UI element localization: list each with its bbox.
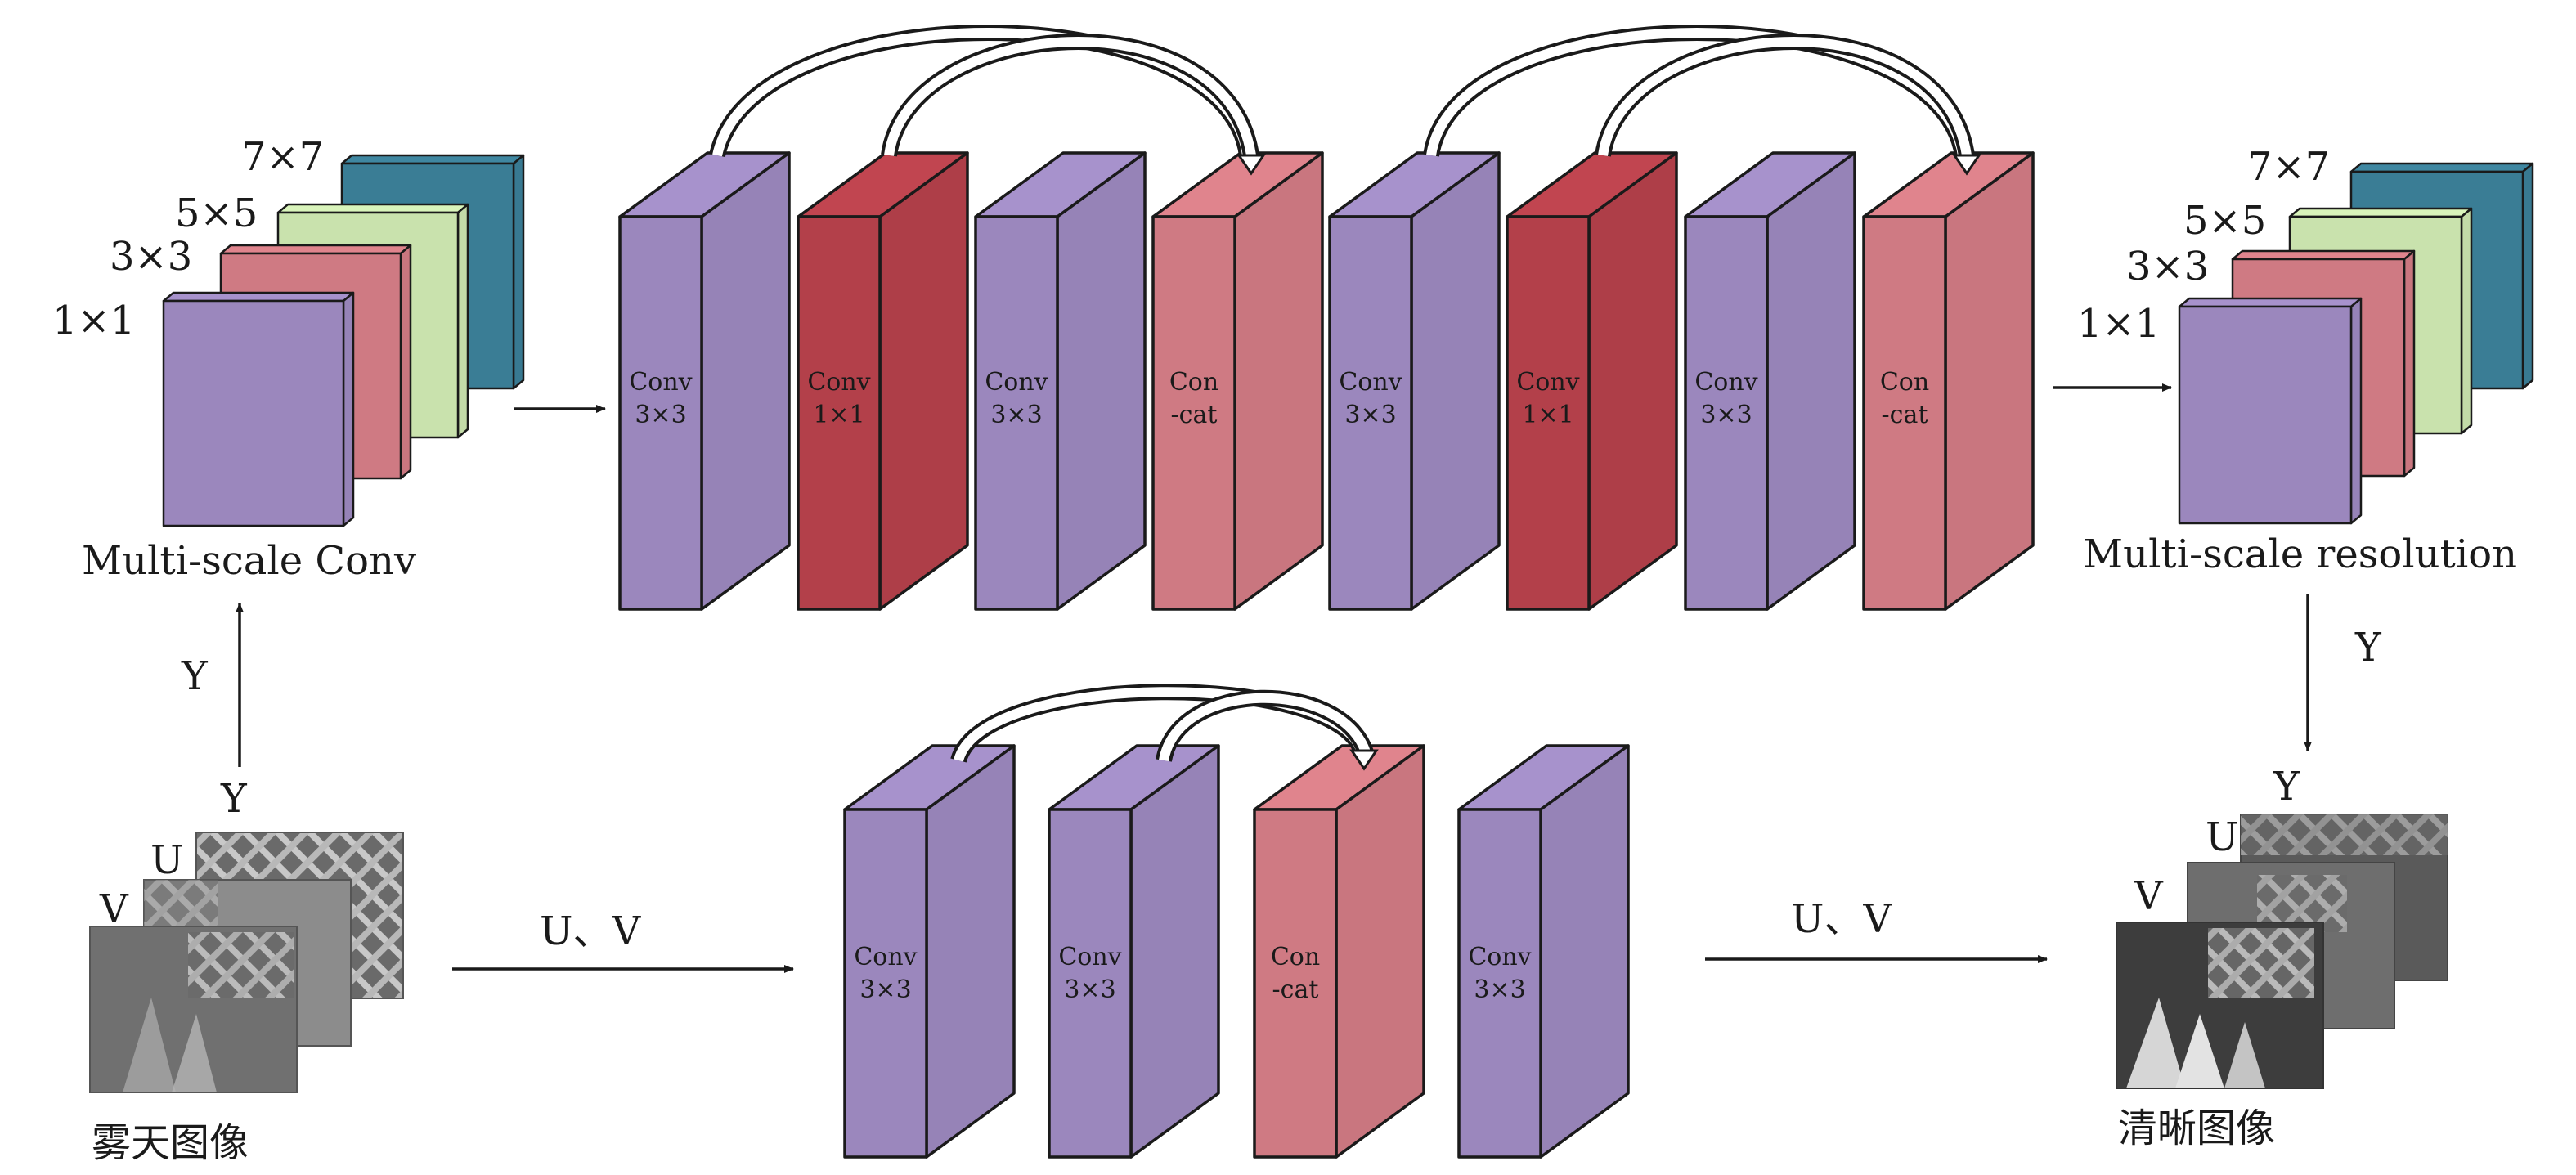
block-label: 3×3	[990, 401, 1042, 429]
skip-connection	[1159, 693, 1371, 762]
block-label: Conv	[1694, 368, 1757, 397]
skip-connection	[1426, 28, 1968, 156]
block-label: 1×1	[1522, 401, 1573, 429]
block-conv33	[1684, 151, 1856, 611]
block-label: 3×3	[1474, 975, 1525, 1004]
multi-scale-conv-stack: 7×7 5×5 3×3 1×1 Multi-scale Conv	[52, 134, 525, 584]
resolution-label-5x5: 5×5	[2183, 198, 2266, 244]
block-label: 3×3	[635, 401, 686, 429]
multi-scale-resolution-stack: 7×7 5×5 3×3 1×1 Multi-scale resolution	[2077, 144, 2534, 577]
block-label: Conv	[985, 368, 1048, 397]
slab	[162, 291, 355, 527]
hazy-channel-v-label: V	[99, 886, 129, 932]
block-conv11	[797, 151, 969, 611]
skip-connection	[884, 37, 1256, 156]
block-label: Con	[1271, 943, 1320, 971]
block-label: Conv	[1339, 368, 1402, 397]
block-concat	[1253, 744, 1425, 1159]
clear-image-caption: 清晰图像	[2118, 1105, 2275, 1151]
clear-image-stack: Y U V 清晰图像	[2116, 764, 2448, 1151]
block-label: Con	[1169, 368, 1218, 397]
block-concat	[1862, 151, 2035, 611]
resolution-label-3x3: 3×3	[2126, 244, 2209, 289]
uv-branch-blocks	[843, 744, 1630, 1159]
flow-arrows: Y Y U、V U、V	[181, 383, 2382, 973]
multi-scale-conv-caption: Multi-scale Conv	[82, 538, 416, 584]
y-branch-skip-connections	[709, 25, 1981, 176]
slab	[2178, 297, 2363, 525]
skip-arrowhead	[1236, 154, 1266, 176]
resolution-label-1x1: 1×1	[2077, 301, 2160, 347]
block-conv33	[618, 151, 791, 611]
block-label: 3×3	[1700, 401, 1752, 429]
edge-label-y-up: Y	[181, 653, 209, 699]
uv-branch-skip-connections	[950, 684, 1379, 771]
skip-connection	[1598, 37, 1972, 156]
kernel-label-3x3: 3×3	[110, 234, 192, 280]
kernel-label-1x1: 1×1	[52, 298, 135, 343]
block-label: 3×3	[1064, 975, 1115, 1004]
block-conv33	[843, 744, 1016, 1159]
block-label: 1×1	[813, 401, 864, 429]
resolution-layer-1x1	[2178, 297, 2363, 525]
edge-label-y-down: Y	[2354, 625, 2382, 670]
skip-arrowhead	[1349, 749, 1379, 771]
block-label: -cat	[1882, 401, 1928, 429]
block-label: Con	[1880, 368, 1929, 397]
block-conv33	[1328, 151, 1501, 611]
kernel-label-5x5: 5×5	[175, 191, 258, 236]
block-label: Conv	[854, 943, 917, 971]
hazy-channel-y-label: Y	[220, 776, 248, 822]
edge-label-uv-out: U、V	[1791, 896, 1892, 942]
y-branch-block-labels: Conv 3×3 Conv 1×1 Conv 3×3 Con -cat Conv…	[629, 368, 1929, 429]
block-label: Conv	[1468, 943, 1531, 971]
multi-scale-resolution-caption: Multi-scale resolution	[2083, 531, 2517, 577]
clear-channel-u-label: U	[2206, 814, 2238, 860]
block-conv33	[1048, 744, 1220, 1159]
block-label: 3×3	[859, 975, 911, 1004]
hazy-channel-u-label: U	[150, 837, 183, 883]
hazy-image-stack: Y U V 雾天图像	[89, 776, 404, 1166]
resolution-label-7x7: 7×7	[2247, 144, 2330, 190]
clear-channel-v-label: V	[2134, 873, 2164, 919]
block-label: -cat	[1171, 401, 1218, 429]
clear-channel-y-label: Y	[2273, 764, 2300, 809]
conv-layer-1x1	[162, 291, 355, 527]
kernel-label-7x7: 7×7	[241, 134, 324, 180]
block-label: Conv	[1516, 368, 1579, 397]
block-conv11	[1506, 151, 1678, 611]
block-label: 3×3	[1344, 401, 1396, 429]
hazy-image-caption: 雾天图像	[92, 1120, 249, 1166]
y-branch-blocks	[618, 151, 2035, 611]
block-concat	[1151, 151, 1324, 611]
edge-label-uv-in: U、V	[540, 908, 641, 954]
block-label: Conv	[629, 368, 692, 397]
block-conv33	[974, 151, 1147, 611]
block-label: Conv	[807, 368, 870, 397]
uv-branch-block-labels: Conv 3×3 Conv 3×3 Con -cat Conv 3×3	[854, 943, 1531, 1004]
block-label: -cat	[1272, 975, 1319, 1004]
block-label: Conv	[1058, 943, 1121, 971]
skip-arrowhead	[1952, 154, 1981, 176]
block-conv33	[1457, 744, 1630, 1159]
